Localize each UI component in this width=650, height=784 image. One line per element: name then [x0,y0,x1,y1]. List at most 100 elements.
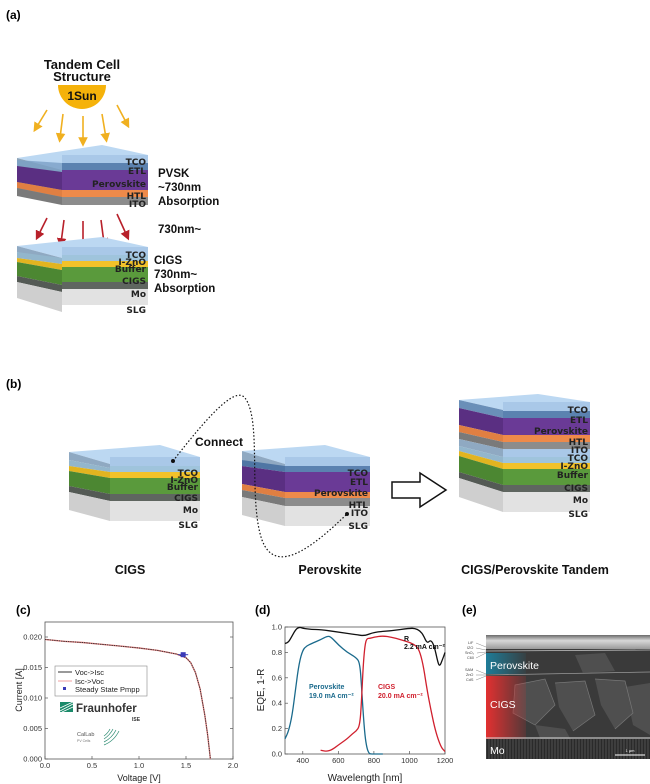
callab-logo-subtext: PV Cells [77,739,91,743]
layer-label-izno: I-ZnO [560,462,588,472]
layer-label-perovskite: Perovskite [314,489,368,499]
layer-label-tco: TCO [348,469,369,479]
sunlight-arrows [33,104,130,147]
y-tick-label: 0.4 [272,699,282,708]
pvsk-note-3: Absorption [158,196,219,208]
layer-label-buffer: Buffer [115,265,147,275]
fraunhofer-ise-text: ISE [132,717,141,723]
perovskite-cell: TCO ETL Perovskite HTL ITO SLG [242,445,370,532]
panel-b-diagram: TCO I-ZnO Buffer CIGS Mo SLG TCO ETL Per… [69,394,590,558]
layer-label-tco: TCO [568,406,589,416]
y-tick-label: 0.010 [23,694,42,703]
y-axis-label: EQE, 1-R [256,669,267,712]
pvsk-note-1: PVSK [158,168,190,180]
layer-label-tco: TCO [126,251,147,261]
series-line-1-r [284,626,446,666]
layer-label-htl: HTL [127,192,147,202]
legend-swatch-pmpp [63,687,66,690]
y-tick-label: 0.0 [272,750,282,759]
layer-label-izno: I-ZnO [118,258,146,268]
layer-label-tco: TCO [568,454,589,464]
callab-logo-text: CalLab [77,732,94,738]
x-tick-label: 600 [332,756,345,765]
layer-label-cigs: CIGS [564,484,588,494]
callab-logo: CalLab PV Cells [77,728,120,746]
tandem-title-line2: Structure [53,69,111,84]
red-ray-arrow [56,219,67,248]
layer-label-slg: SLG [348,522,368,532]
sun-ray-arrow [33,109,48,133]
perovskite-region-highlight [486,653,526,674]
callout-cds: CdS [466,678,474,682]
layer-label-ito: ITO [129,200,146,210]
layer-label-perovskite: Perovskite [92,180,146,190]
layer-callouts: LiF IZO SnO₂ C60 SAM ZnO CdS [465,641,475,682]
sun-ray-arrow [116,104,130,129]
panel-b-label: (b) [6,377,22,391]
callout-sam: SAM [465,668,473,672]
legend-entry: Isc->Voc [75,677,104,686]
y-tick-label: 0.6 [272,673,282,682]
sem-label-perovskite: Perovskite [490,660,539,672]
y-tick-label: 1.0 [272,623,282,632]
sun-ray-arrow [55,113,66,143]
y-tick-label: 0.8 [272,648,282,657]
x-tick-label: 1000 [401,756,418,765]
annotation-r: R [404,636,409,643]
annotation-cigs-jsc: 20.0 mA cm⁻² [378,693,423,700]
caption-tandem: CIGS/Perovskite Tandem [461,563,609,577]
layer-label-etl: ETL [128,167,146,177]
x-tick-label: 0.5 [87,761,97,770]
cigs-note-2: 730nm~ [154,269,197,281]
panel-a-label: (a) [6,8,21,22]
sun-label: 1Sun [67,89,96,103]
series-line-perovskite [284,635,383,755]
cigs-note-1: CIGS [154,255,182,267]
layer-label-etl: ETL [350,478,368,488]
layer-label-htl: HTL [569,438,589,448]
caption-cigs: CIGS [114,563,146,577]
y-tick-label: 0.2 [272,724,282,733]
y-tick-label: 0.005 [23,724,42,733]
y-tick-label: 0.015 [23,663,42,672]
x-tick-label: 400 [297,756,310,765]
connection-point [345,512,349,516]
layer-label-cigs: CIGS [122,277,146,287]
fraunhofer-logo: Fraunhofer ISE [59,701,141,723]
callout-sno2: SnO₂ [465,651,475,655]
sem-cross-section-image: Perovskite CIGS Mo 1 µm LiF IZO SnO₂ C60… [465,635,650,759]
tandem-cell: TCO ETL Perovskite HTL ITO TCO I-ZnO Buf… [459,394,590,520]
panel-e-label: (e) [462,603,477,617]
cigs-bottom-cell: TCO I-ZnO Buffer CIGS Mo SLG [17,237,148,316]
sem-label-cigs: CIGS [490,699,516,711]
layer-label-perovskite: Perovskite [534,427,588,437]
x-tick-label: 1200 [437,756,454,765]
y-tick-label: 0.000 [23,755,42,764]
annotation-r-jsc: 2.2 mA cm⁻² [404,644,445,651]
fraunhofer-logo-text: Fraunhofer [76,703,137,715]
layer-label-slg: SLG [178,521,198,531]
annotation-perovskite: Perovskite [309,684,345,691]
panel-c-label: (c) [16,603,31,617]
layer-label-slg: SLG [126,306,146,316]
layer-label-slg: SLG [568,510,588,520]
scale-bar-label: 1 µm [626,748,636,753]
legend: Voc->Isc Isc->Voc Steady State Pmpp [54,665,148,697]
layer-label-ito: ITO [351,509,368,519]
panel-a-diagram: Tandem Cell Structure 1Sun TCO ETL Perov… [17,57,219,316]
y-tick-label: 0.020 [23,633,42,642]
callout-lif: LiF [468,641,474,645]
sem-top-contact [486,635,650,649]
fraunhofer-logo-icon [60,702,73,712]
connection-wire [172,394,348,558]
layer-label-buffer: Buffer [167,483,199,493]
callout-izo: IZO [467,646,473,650]
layer-label-mo: Mo [183,506,198,516]
transmitted-note: 730nm~ [158,224,201,236]
transmitted-light-arrows [35,213,130,250]
mo-layer [486,739,650,759]
x-axis-label: Voltage [V] [117,773,161,783]
callout-c60: C60 [467,656,474,660]
